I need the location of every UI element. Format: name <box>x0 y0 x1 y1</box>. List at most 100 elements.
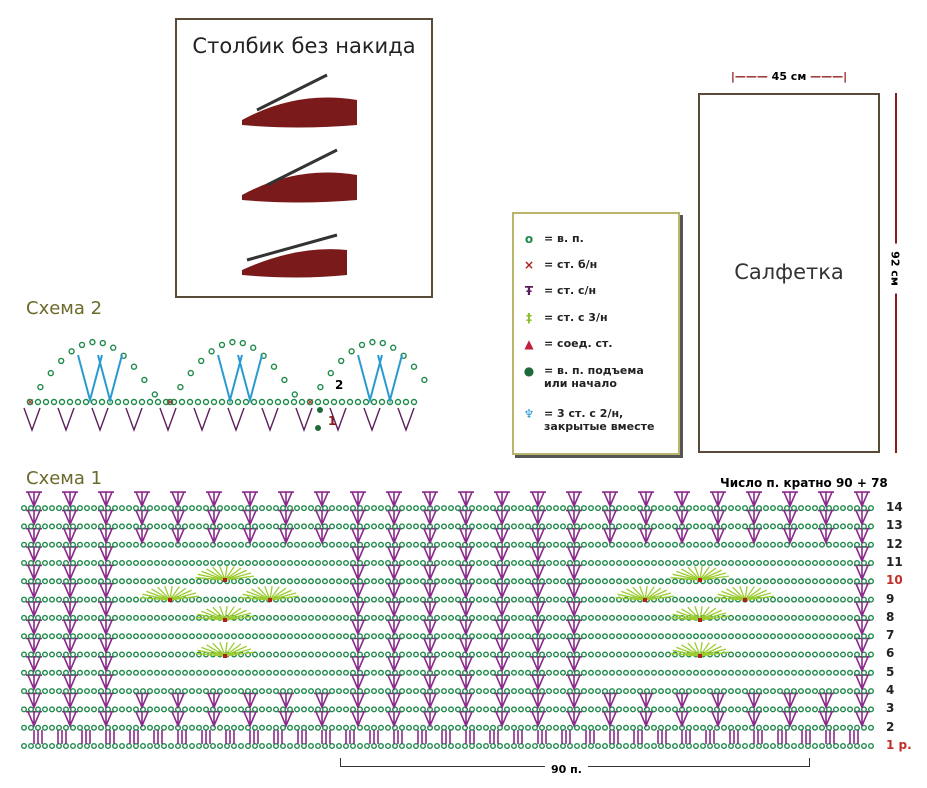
chain-stitch <box>728 559 735 566</box>
chain-stitch <box>77 742 84 749</box>
chain-stitch <box>181 724 188 731</box>
dc-v <box>397 407 415 433</box>
row-number: 8 <box>886 609 895 624</box>
treble-crochet <box>224 606 235 621</box>
chain-arch <box>379 339 386 347</box>
chain-arch <box>239 339 247 347</box>
chain-stitch <box>195 523 202 530</box>
row-number: 13 <box>886 518 903 533</box>
chain-stitch <box>567 688 574 695</box>
treble-crochet <box>721 590 746 601</box>
chain-stitch <box>861 596 868 603</box>
chain-stitch <box>784 559 791 566</box>
chain-stitch <box>343 706 350 713</box>
chain-stitch <box>532 724 539 731</box>
treble-crochet <box>699 643 717 657</box>
chain-stitch <box>476 633 483 640</box>
chain-arch <box>421 376 428 384</box>
chain-stitch <box>826 559 833 566</box>
chain-stitch <box>833 578 840 585</box>
chain-stitch <box>567 651 574 658</box>
chain-stitch <box>763 505 770 512</box>
chain-stitch <box>322 398 330 406</box>
chain-stitch <box>497 614 504 621</box>
chain-stitch <box>560 651 567 658</box>
chain-stitch <box>630 688 637 695</box>
chain-stitch <box>118 505 125 512</box>
chain-stitch <box>336 559 343 566</box>
chain-stitch <box>826 706 833 713</box>
chain-stitch <box>651 614 658 621</box>
chain-stitch <box>258 706 265 713</box>
chain-stitch <box>82 398 90 406</box>
chain-stitch <box>651 505 658 512</box>
chain-stitch <box>756 596 763 603</box>
chain-stitch <box>167 578 174 585</box>
chain-stitch <box>188 523 195 530</box>
chain-stitch <box>167 523 174 530</box>
chain-stitch <box>476 559 483 566</box>
treble-crochet <box>219 641 226 657</box>
chain-stitch <box>188 706 195 713</box>
chain-stitch <box>791 688 798 695</box>
chain-stitch <box>658 578 665 585</box>
chain-stitch <box>132 724 139 731</box>
chain-stitch <box>441 614 448 621</box>
chain-stitch <box>861 669 868 676</box>
chain-stitch <box>385 706 392 713</box>
chain-stitch <box>714 688 721 695</box>
chain-stitch <box>567 742 574 749</box>
chain-stitch <box>847 651 854 658</box>
chain-stitch <box>329 505 336 512</box>
chain-stitch <box>623 559 630 566</box>
treble-crochet <box>699 641 703 657</box>
chain-stitch <box>833 633 840 640</box>
slip-stitch <box>698 578 702 582</box>
dc-fan <box>134 710 150 728</box>
dc-fan <box>98 509 114 527</box>
chain-stitch <box>251 633 258 640</box>
chain-stitch <box>83 651 90 658</box>
chain-stitch <box>111 688 118 695</box>
chain-stitch <box>700 706 707 713</box>
dc-fan <box>242 692 258 710</box>
chain-stitch <box>413 505 420 512</box>
chain-stitch <box>798 633 805 640</box>
chain-stitch <box>287 688 294 695</box>
chain-stitch <box>301 559 308 566</box>
chain-stitch <box>399 505 406 512</box>
dc-fan <box>422 509 438 527</box>
chain-stitch <box>497 505 504 512</box>
chain-stitch <box>230 742 237 749</box>
dc-fan <box>314 491 330 509</box>
chain-stitch <box>329 559 336 566</box>
chain-stitch <box>553 614 560 621</box>
dc-fan <box>638 527 654 545</box>
chain-stitch <box>399 742 406 749</box>
chain-stitch <box>623 724 630 731</box>
chain-stitch <box>707 523 714 530</box>
chain-stitch <box>111 559 118 566</box>
chain-stitch <box>721 559 728 566</box>
chain-stitch <box>272 559 279 566</box>
chain-stitch <box>791 523 798 530</box>
chain-stitch <box>637 706 644 713</box>
chain-stitch <box>532 523 539 530</box>
chain-stitch <box>56 578 63 585</box>
chain-stitch <box>202 523 209 530</box>
chain-stitch <box>511 651 518 658</box>
chain-stitch <box>560 614 567 621</box>
chain-arch <box>78 341 86 349</box>
chain-stitch <box>322 651 329 658</box>
chain-stitch <box>357 614 364 621</box>
chain-stitch <box>756 578 763 585</box>
chain-stitch <box>441 523 448 530</box>
chain-stitch <box>392 541 399 548</box>
chain-stitch <box>833 669 840 676</box>
chain-stitch <box>861 688 868 695</box>
dc-fan <box>530 527 546 545</box>
row-number: 12 <box>886 536 903 551</box>
napkin-width-label: |——— 45 см ———| <box>730 70 848 83</box>
dc-fan <box>386 637 402 655</box>
chain-stitch <box>532 688 539 695</box>
